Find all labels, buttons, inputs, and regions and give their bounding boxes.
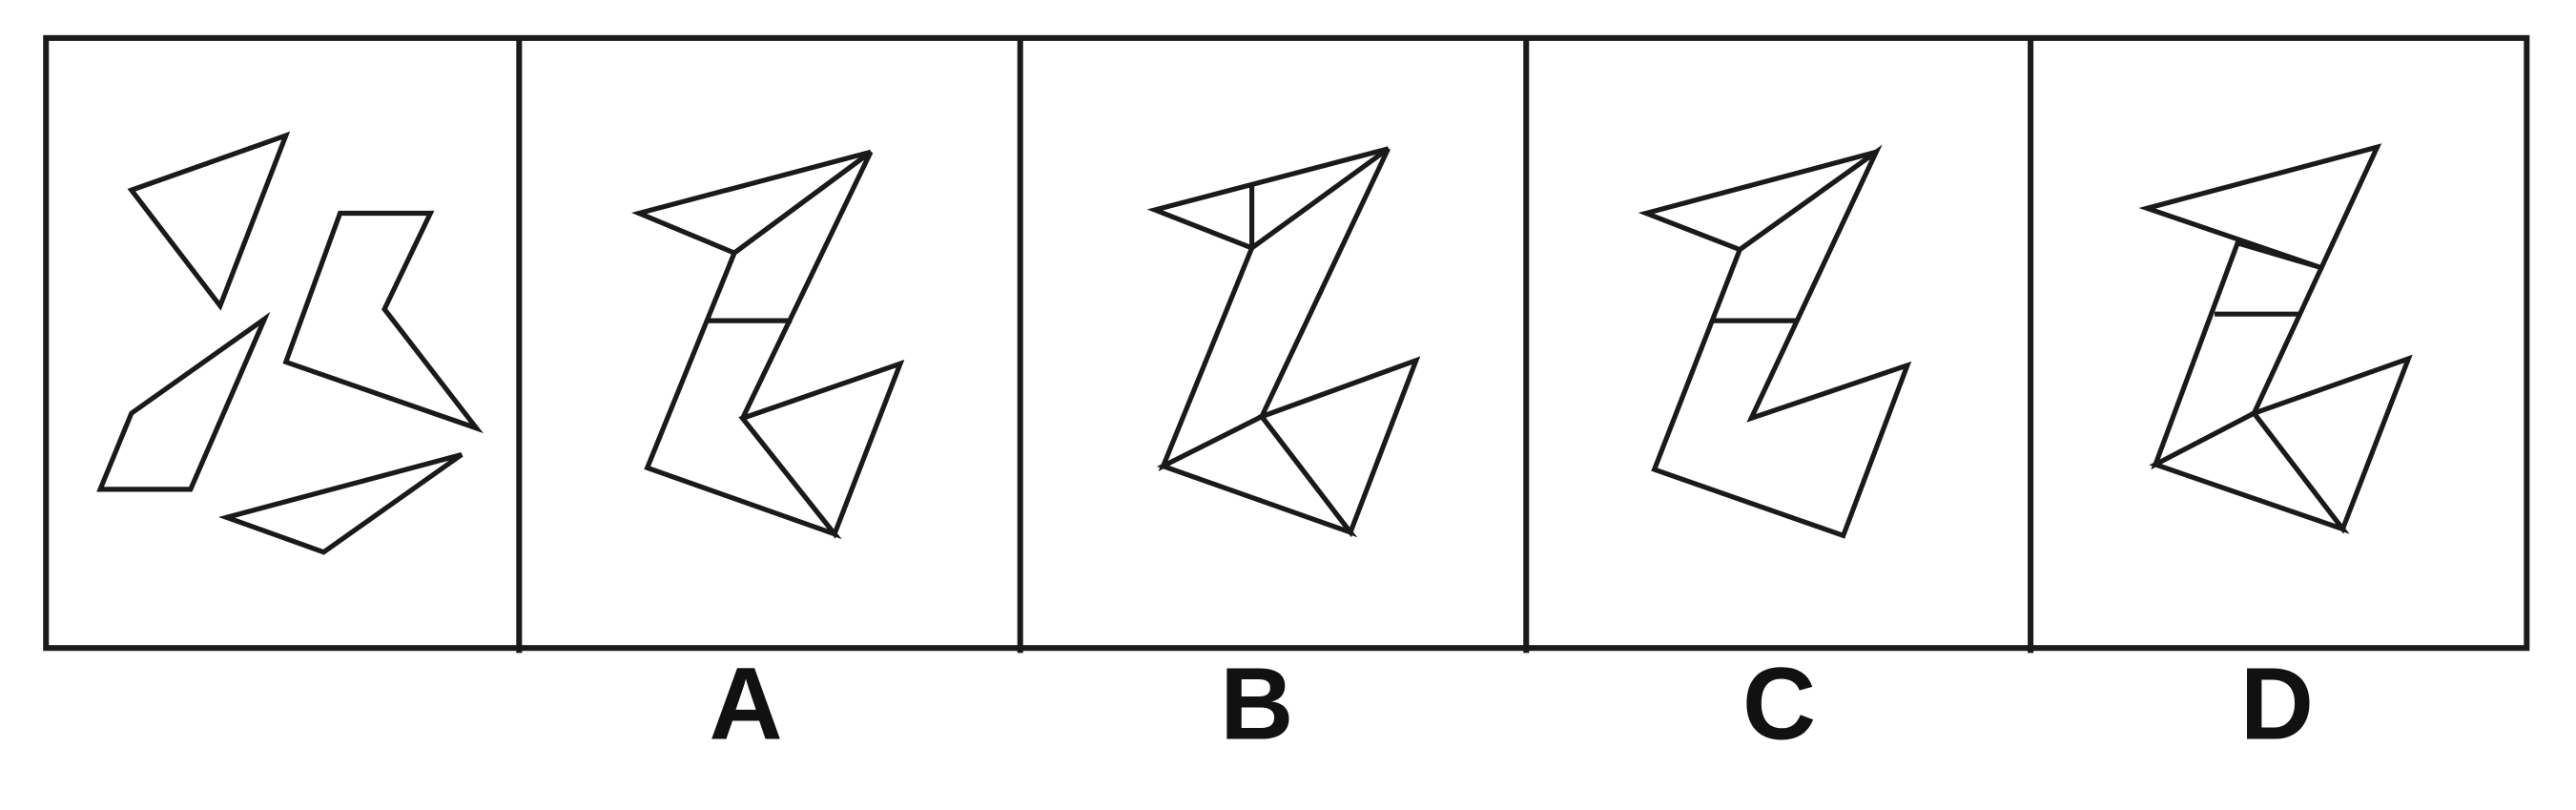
option-a-label: A [709, 646, 782, 760]
option-c-label: C [1742, 646, 1816, 760]
option-c-body [1651, 144, 1912, 539]
option-a-right-triangle [738, 359, 905, 539]
given-piece-zigzag [282, 210, 484, 434]
given-piece-triangle [127, 131, 291, 311]
option-b-bottom-triangle [1156, 413, 1358, 538]
option-d-bottom-triangle [2149, 409, 2350, 534]
option-d-top-triangle [2138, 143, 2382, 271]
option-b-label: B [1220, 646, 1293, 760]
given-piece-quad [96, 311, 271, 492]
given-pieces-panel [96, 131, 484, 555]
option-c-figure [1638, 144, 1912, 539]
option-d-label: D [2240, 646, 2314, 760]
option-d-figure [2138, 143, 2413, 534]
option-b-figure [1146, 146, 1421, 538]
given-piece-sliver [218, 451, 464, 555]
puzzle-frame [43, 34, 2530, 652]
option-a-figure [630, 149, 905, 540]
